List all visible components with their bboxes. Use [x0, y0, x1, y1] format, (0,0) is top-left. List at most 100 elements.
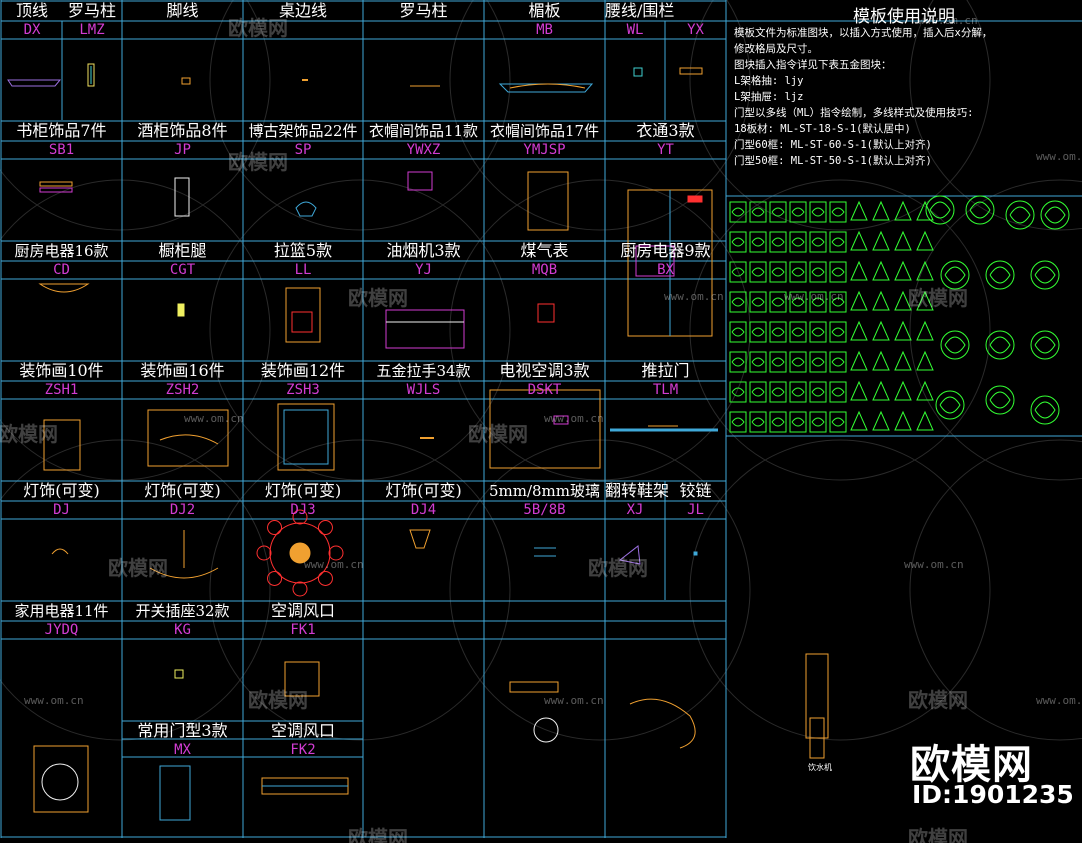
ornament-leaf [916, 350, 934, 371]
range-hood [385, 309, 465, 349]
watermark-url: www.om.cn [1036, 150, 1082, 163]
ornament-thumb [769, 291, 787, 313]
ornament-thumb [829, 261, 847, 283]
notes-line: 门型以多线（ML）指令绘制，多线样式及使用技巧: [734, 107, 974, 119]
notes-line: 修改格局及尺寸。 [734, 43, 818, 55]
watermark-text: 欧模网 [588, 556, 648, 580]
ornament-curl [751, 207, 765, 217]
chandelier-3-arm [267, 520, 283, 536]
ornament-leaf [894, 290, 912, 311]
cell-label: 空调风口 [270, 721, 335, 740]
ornament-curl [831, 357, 845, 367]
lintel-profile [498, 83, 594, 93]
gas-meter [537, 303, 555, 323]
ornament-thumb [749, 351, 767, 373]
cell-code: YJ [415, 262, 432, 278]
ornament-curl [751, 357, 765, 367]
ornament-medallion [940, 260, 970, 290]
guide-arc [689, 0, 991, 231]
ornament-petal [1034, 401, 1056, 419]
book-decor [39, 181, 73, 187]
crown-molding-profile [7, 79, 62, 87]
ornament-leaf [850, 290, 868, 311]
ornament-leaf [872, 200, 890, 221]
watermark-text: 欧模网 [228, 16, 288, 40]
ornament-curl [751, 237, 765, 247]
ornament-medallion [1030, 330, 1060, 360]
guide-arc [909, 439, 1082, 741]
fridge-label-box [635, 245, 675, 277]
ornament-leaf [894, 260, 912, 281]
ornament-thumb [749, 231, 767, 253]
ornament-thumb [749, 261, 767, 283]
cell-label: 衣帽间饰品11款 [368, 122, 479, 140]
ornament-petal [929, 201, 951, 219]
door-type [159, 765, 191, 821]
ornament-curl [811, 417, 825, 427]
ornament-thumb [729, 201, 747, 223]
ornament-curl [811, 237, 825, 247]
ornament-leaf [916, 200, 934, 221]
brand-logo: 欧模网 [910, 742, 1033, 788]
ornament-leaf [850, 320, 868, 341]
washing-machine [33, 745, 89, 813]
ornament-curl [831, 327, 845, 337]
notes-title: 模板使用说明 [853, 7, 955, 27]
ornament-curl [811, 207, 825, 217]
ornament-curl [811, 357, 825, 367]
ornament-thumb [769, 381, 787, 403]
ornament-curl [751, 417, 765, 427]
ornament-thumb [809, 291, 827, 313]
cell-code: YX [687, 22, 704, 38]
ornament-curl [831, 387, 845, 397]
tv-label [553, 415, 569, 425]
cell-code: CGT [169, 262, 196, 278]
cell-label: 灯饰(可变) [23, 481, 100, 500]
painting-art-2 [159, 434, 219, 445]
cell-label: 桌边线 [278, 1, 327, 20]
ornament-leaf [850, 350, 868, 371]
cell-code: WJLS [406, 382, 441, 398]
ornament-medallion [940, 330, 970, 360]
cell-code: XJ [626, 502, 644, 518]
cell-label: 空调风口 [270, 601, 335, 620]
ornament-curl [751, 327, 765, 337]
ornament-thumb [809, 351, 827, 373]
watermark-text: 欧模网 [0, 422, 58, 446]
ornament-leaf [872, 410, 890, 431]
ornament-thumb [789, 261, 807, 283]
ornament-curl [791, 297, 805, 307]
book-decor [39, 187, 73, 193]
cell-label: 橱柜腿 [158, 241, 207, 260]
cell-code: YT [657, 142, 674, 158]
cell-code: LMZ [79, 22, 105, 38]
cell-code: DJ3 [290, 502, 316, 518]
pull-basket-inner [291, 311, 313, 333]
ornament-thumb [809, 381, 827, 403]
ornament-curl [831, 417, 845, 427]
guide-arc [909, 179, 1082, 481]
ornament-thumb [809, 201, 827, 223]
cell-code: 5B/8B [523, 502, 566, 518]
cell-code: YWXZ [406, 142, 441, 158]
cell-code: JYDQ [44, 622, 79, 638]
cell-label: 常用门型3款 [137, 721, 228, 740]
cell-code: LL [294, 262, 312, 278]
ornament-medallion [925, 195, 955, 225]
ornament-curl [811, 297, 825, 307]
water-dispenser-cabinet [809, 717, 825, 759]
ornament-curl [831, 267, 845, 277]
person-sofa [629, 698, 696, 749]
ornament-curl [771, 207, 785, 217]
ornament-thumb [809, 321, 827, 343]
ornament-petal [989, 391, 1011, 409]
cell-label: 装饰画12件 [260, 361, 346, 380]
chandelier-3-ring [269, 522, 331, 584]
ornament-leaf [916, 230, 934, 251]
ornament-curl [731, 387, 745, 397]
ornament-thumb [729, 411, 747, 433]
painting-inner-3 [283, 409, 329, 465]
guide-arc [449, 0, 751, 231]
watermark-url: www.om.cn [664, 290, 724, 303]
